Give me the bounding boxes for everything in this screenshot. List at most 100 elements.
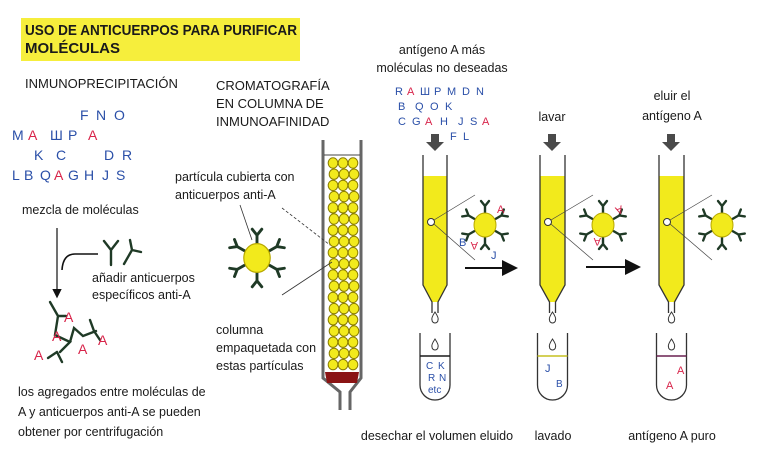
drop-icon xyxy=(667,338,676,351)
svg-text:P: P xyxy=(434,86,441,98)
svg-text:A: A xyxy=(78,341,88,357)
packed-particle xyxy=(348,280,360,292)
svg-text:N: N xyxy=(439,373,446,384)
svg-text:A: A xyxy=(98,332,108,348)
column-step-3 xyxy=(655,155,745,401)
svg-text:B: B xyxy=(459,237,466,249)
packed-particle xyxy=(338,302,350,315)
packed-particle xyxy=(338,168,350,180)
svg-text:Q: Q xyxy=(40,167,51,183)
drop-icon xyxy=(431,338,439,351)
svg-text:A: A xyxy=(593,235,601,247)
svg-text:A: A xyxy=(52,328,62,344)
curved-arrow xyxy=(61,253,98,271)
svg-text:J: J xyxy=(545,363,551,375)
packed-particle xyxy=(347,336,359,348)
packed-particle xyxy=(338,347,350,360)
svg-text:B: B xyxy=(398,101,405,113)
packed-particle xyxy=(327,358,339,371)
result-line-1: los agregados entre moléculas de xyxy=(18,385,206,399)
packed-particle xyxy=(348,213,360,225)
packed-particle xyxy=(337,269,349,281)
molecule-mixture: F N O M A Ш P A K C D R L B Q A G H J S xyxy=(12,107,132,183)
packed-particle xyxy=(327,179,339,192)
packed-particle xyxy=(327,269,339,281)
down-arrow-icon xyxy=(426,134,444,151)
svg-text:C: C xyxy=(426,361,433,372)
svg-text:S: S xyxy=(470,116,477,128)
svg-text:Ш: Ш xyxy=(420,86,430,98)
packed-particle xyxy=(327,291,339,304)
svg-text:H: H xyxy=(440,116,448,128)
packed-column xyxy=(321,140,363,410)
packed-particle xyxy=(328,235,340,248)
packed-particle xyxy=(347,224,359,236)
packed-particle xyxy=(338,325,350,337)
svg-text:R: R xyxy=(122,147,132,163)
immuno-heading: INMUNOPRECIPITACIÓN xyxy=(25,76,178,91)
packed-particle xyxy=(348,347,360,360)
output-label-wash: lavado xyxy=(535,429,572,443)
svg-text:P: P xyxy=(68,127,77,143)
packed-particle xyxy=(327,202,339,214)
drop-icon xyxy=(667,311,676,324)
chroma-heading-2: EN COLUMNA DE xyxy=(216,96,324,111)
svg-text:A: A xyxy=(64,309,74,325)
tube1-contents: C K R N etc xyxy=(426,361,446,396)
down-arrow-icon xyxy=(543,134,561,151)
packed-particle xyxy=(337,291,349,304)
title-banner xyxy=(21,18,300,61)
column-step-2 xyxy=(536,155,626,401)
svg-text:A: A xyxy=(34,347,44,363)
tube2-contents: J B xyxy=(545,363,563,390)
add-antibodies-label-2: específicos anti-A xyxy=(92,288,191,302)
bead-antigen: A xyxy=(497,204,505,216)
wash-label: lavar xyxy=(538,110,565,124)
bead-icon xyxy=(699,201,745,249)
svg-text:A: A xyxy=(482,116,490,128)
svg-text:O: O xyxy=(430,101,439,113)
svg-text:L: L xyxy=(12,167,20,183)
svg-text:J: J xyxy=(458,116,464,128)
svg-text:H: H xyxy=(84,167,94,183)
svg-text:N: N xyxy=(96,107,106,123)
packed-particle xyxy=(348,325,360,337)
svg-text:F: F xyxy=(450,131,457,143)
packed-particle xyxy=(327,314,339,326)
antibodies-icon xyxy=(102,238,143,267)
svg-text:N: N xyxy=(476,86,484,98)
packed-particle xyxy=(348,235,360,248)
particle-label-1: partícula cubierta con xyxy=(175,170,295,184)
drop-icon xyxy=(548,311,557,324)
packed-particle xyxy=(347,179,359,192)
column-label-2: empaquetada con xyxy=(216,341,316,355)
down-arrow-icon xyxy=(662,134,680,151)
packed-particle xyxy=(328,213,340,225)
packed-particle xyxy=(348,190,360,203)
packed-particle xyxy=(327,224,339,236)
mixture-label: mezcla de moléculas xyxy=(22,203,139,217)
svg-text:J: J xyxy=(491,250,497,262)
chroma-heading-3: INMUNOAFINIDAD xyxy=(216,114,329,129)
svg-text:A: A xyxy=(677,365,685,377)
load-molecules: R A Ш P M D N B Q O K C G A H J S A F L xyxy=(395,86,490,143)
packed-particle xyxy=(347,269,359,281)
packed-particle xyxy=(337,202,349,214)
column-label-1: columna xyxy=(216,323,263,337)
collection-tube xyxy=(536,333,569,401)
svg-text:A: A xyxy=(666,380,674,392)
load-label-1: antígeno A más xyxy=(399,43,485,57)
packed-particle xyxy=(328,168,340,180)
packed-particle xyxy=(337,179,349,192)
title-line-2: MOLÉCULAS xyxy=(25,40,120,57)
packed-particle xyxy=(338,213,350,225)
drop-icon xyxy=(548,338,557,351)
svg-text:A: A xyxy=(88,127,98,143)
load-label-2: moléculas no deseadas xyxy=(376,61,507,75)
packed-particle xyxy=(338,190,350,203)
packed-particle xyxy=(328,325,340,337)
column-label-3: estas partículas xyxy=(216,359,304,373)
packed-particle xyxy=(328,258,340,270)
svg-text:D: D xyxy=(462,86,470,98)
svg-text:C: C xyxy=(398,116,406,128)
